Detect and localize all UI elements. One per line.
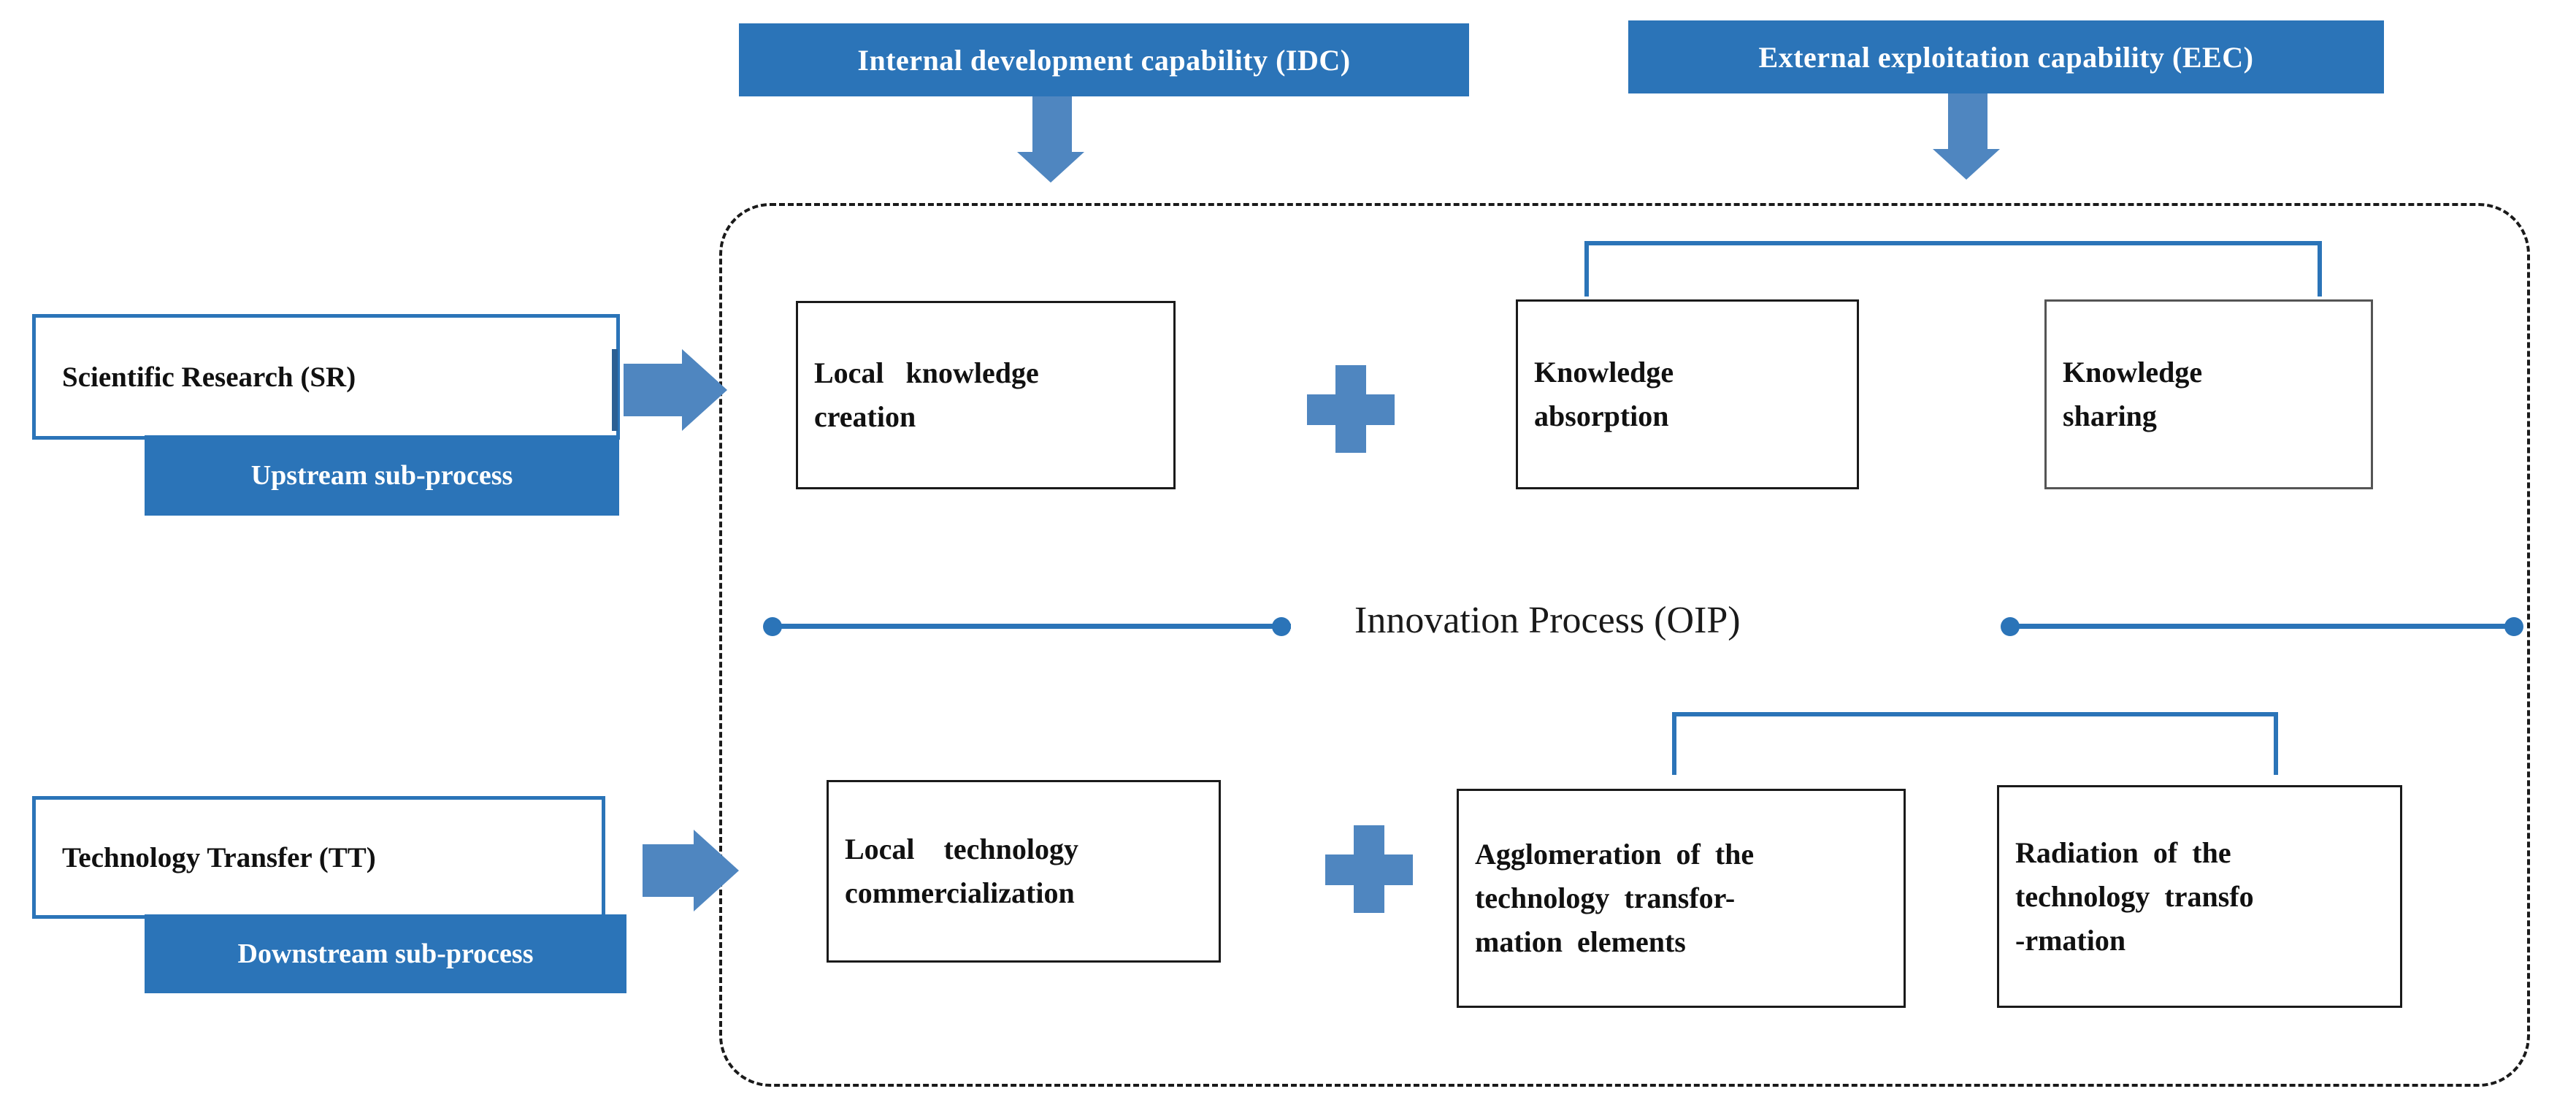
box-knowledge-absorption-line-1: Knowledge — [1534, 356, 1674, 389]
plus-icon-lower — [1325, 825, 1413, 913]
box-radiation-line-3: -rmation — [2015, 923, 2126, 957]
rail-dot-left-end — [1272, 617, 1291, 636]
box-agglomeration-technology-transformation: Agglomeration of the technology transfor… — [1457, 789, 1906, 1008]
box-radiation-technology-transformation: Radiation of the technology transfo -rma… — [1997, 785, 2402, 1008]
box-agglomeration-line-2: technology transfor- — [1475, 882, 1736, 914]
rail-dot-right-end — [2504, 617, 2523, 636]
plus-icon-upper — [1307, 365, 1395, 453]
box-local-technology-commercialization: Local technology commercialization — [827, 780, 1221, 963]
box-agglomeration-line-1: Agglomeration of the — [1475, 838, 1755, 871]
box-local-tech-comm-line-1: Local technology — [845, 833, 1078, 865]
rail-left — [773, 624, 1291, 629]
box-knowledge-absorption-line-2: absorption — [1534, 399, 1669, 432]
box-local-knowledge-creation: Local knowledge creation — [796, 301, 1176, 489]
rail-right — [2010, 624, 2521, 629]
box-radiation-line-2: technology transfo — [2015, 879, 2254, 913]
down-arrow-idc-icon — [1012, 96, 1092, 191]
bracket-upper-eec — [1584, 241, 2322, 321]
box-knowledge-absorption: Knowledge absorption — [1516, 299, 1859, 489]
box-knowledge-sharing-line-2: sharing — [2063, 399, 2157, 432]
down-arrow-eec-icon — [1928, 93, 2008, 188]
label-scientific-research: Scientific Research (SR) — [32, 314, 620, 440]
box-knowledge-sharing-line-1: Knowledge — [2063, 356, 2203, 389]
center-label-innovation-process: Innovation Process (OIP) — [1354, 600, 1741, 641]
label-tt-text: Technology Transfer (TT) — [62, 841, 376, 873]
banner-internal-development-capability: Internal development capability (IDC) — [739, 23, 1469, 96]
box-local-tech-comm-line-2: commercialization — [845, 876, 1075, 909]
arrow-sr-to-process-icon — [612, 336, 743, 446]
banner-eec-label: External exploitation capability (EEC) — [1758, 40, 2254, 74]
label-upstream-sub-process: Upstream sub-process — [145, 435, 619, 516]
banner-external-exploitation-capability: External exploitation capability (EEC) — [1628, 20, 2384, 93]
label-downstream-text: Downstream sub-process — [237, 938, 534, 969]
label-sr-text: Scientific Research (SR) — [62, 361, 356, 393]
bracket-lower — [1672, 712, 2278, 792]
box-local-knowledge-creation-line-1: Local knowledge — [814, 356, 1039, 389]
box-local-knowledge-creation-line-2: creation — [814, 400, 916, 433]
box-radiation-line-1: Radiation of the — [2015, 836, 2231, 869]
label-downstream-sub-process: Downstream sub-process — [145, 914, 626, 993]
arrow-tt-to-process-icon — [643, 817, 759, 926]
label-upstream-text: Upstream sub-process — [250, 460, 513, 491]
label-technology-transfer: Technology Transfer (TT) — [32, 796, 605, 919]
box-knowledge-sharing: Knowledge sharing — [2044, 299, 2373, 489]
box-agglomeration-line-3: mation elements — [1475, 925, 1686, 958]
banner-idc-label: Internal development capability (IDC) — [857, 43, 1351, 77]
innovation-process-container — [719, 203, 2530, 1087]
